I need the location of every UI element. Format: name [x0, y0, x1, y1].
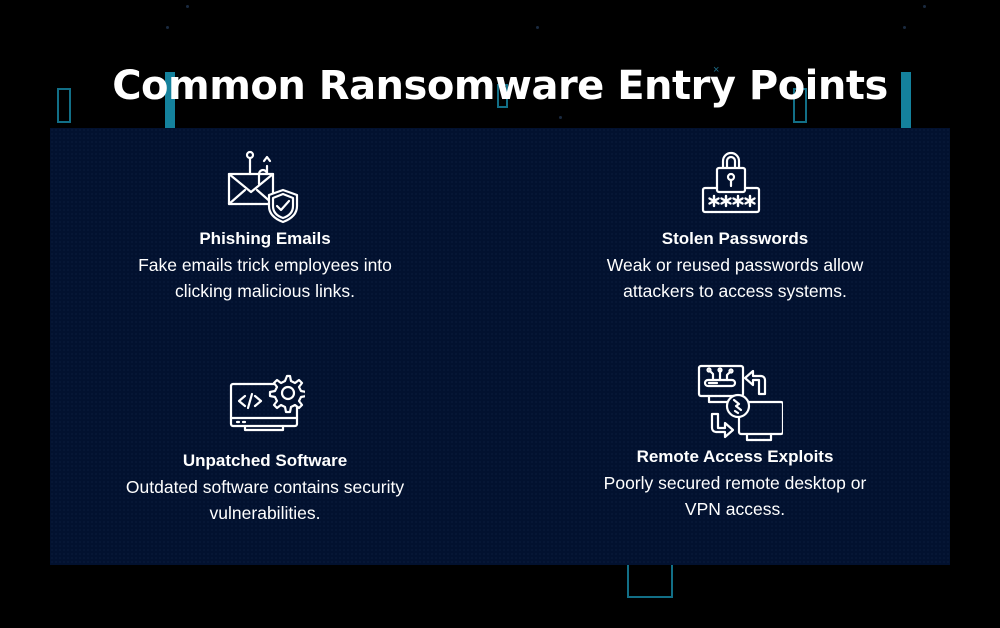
description-line: clicking malicious links.	[175, 281, 355, 301]
decorative-outline-bar	[497, 84, 508, 108]
entry-point-card-remote-access: Remote Access Exploits Poorly secured re…	[520, 360, 950, 522]
entry-point-card-passwords: Stolen Passwords Weak or reused password…	[520, 148, 950, 304]
entry-point-description: Fake emails trick employees into clickin…	[50, 252, 480, 304]
decorative-outline-bar	[57, 88, 71, 123]
description-line: Poorly secured remote desktop or	[603, 473, 867, 493]
description-line: attackers to access systems.	[623, 281, 847, 301]
decorative-filled-bar	[165, 72, 175, 130]
entry-point-heading: Unpatched Software	[182, 451, 348, 470]
entry-point-card-phishing: Phishing Emails Fake emails trick employ…	[50, 148, 480, 304]
entry-point-heading: Remote Access Exploits	[636, 447, 834, 466]
decorative-cross: ×	[713, 64, 720, 76]
decorative-dot	[559, 116, 562, 119]
phishing-email-icon	[227, 150, 299, 224]
decorative-dot	[903, 26, 906, 29]
software-update-icon	[229, 374, 305, 432]
decorative-filled-bar	[901, 72, 911, 130]
decorative-dot	[536, 26, 539, 29]
description-line: Fake emails trick employees into	[138, 255, 392, 275]
entry-point-description: Poorly secured remote desktop or VPN acc…	[520, 470, 950, 522]
entry-point-description: Outdated software contains security vuln…	[50, 474, 480, 526]
entry-point-card-unpatched-software: Unpatched Software Outdated software con…	[50, 372, 480, 526]
entry-point-description: Weak or reused passwords allow attackers…	[520, 252, 950, 304]
decorative-outline-bar	[793, 88, 807, 123]
description-line: vulnerabilities.	[209, 503, 321, 523]
entry-point-heading: Stolen Passwords	[661, 229, 809, 248]
decorative-dot	[166, 26, 169, 29]
page-title: Common Ransomware Entry Points	[112, 62, 888, 109]
decorative-dot	[186, 5, 189, 8]
entry-point-heading: Phishing Emails	[199, 229, 331, 248]
description-line: Weak or reused passwords allow	[606, 255, 864, 275]
decorative-dot	[923, 5, 926, 8]
remote-access-icon	[697, 364, 783, 442]
entry-points-panel: Phishing Emails Fake emails trick employ…	[50, 128, 950, 565]
description-line: Outdated software contains security	[125, 477, 405, 497]
password-lock-icon	[701, 151, 761, 214]
description-line: VPN access.	[684, 499, 786, 519]
decorative-outline-bar	[627, 560, 673, 598]
